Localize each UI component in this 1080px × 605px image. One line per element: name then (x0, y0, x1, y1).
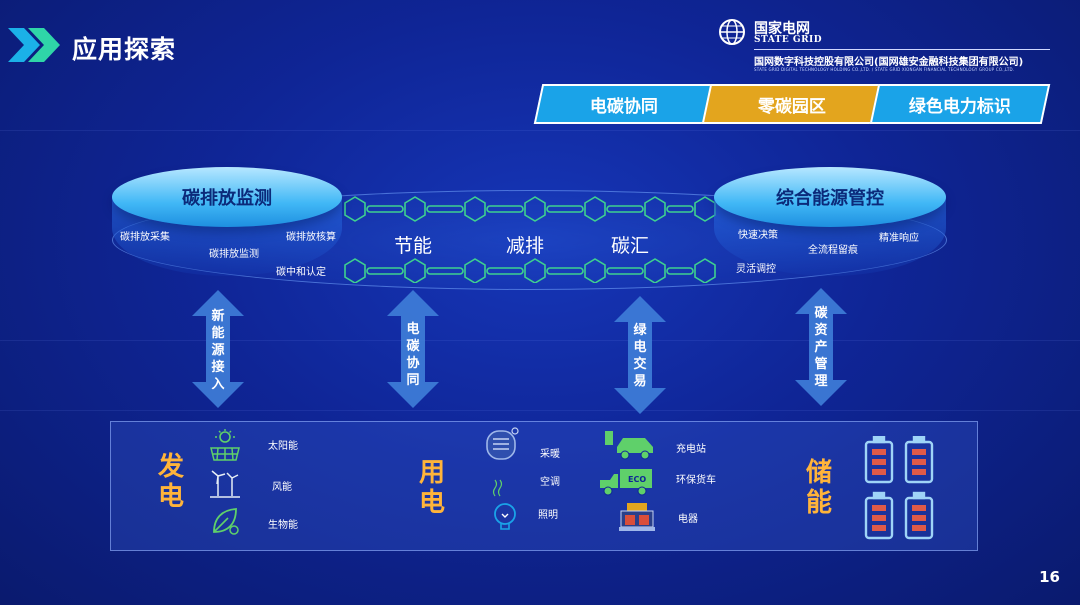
generation-item: 生物能 (268, 520, 298, 531)
double-arrow-icon (795, 288, 847, 406)
biomass-leaf-icon (213, 508, 239, 535)
energy-management-module: 综合能源管控 (714, 167, 946, 227)
heater-icon (486, 427, 519, 460)
tab-zero-carbon-park[interactable]: 零碳园区 (701, 84, 883, 124)
eco-truck-icon: ECO (600, 469, 652, 496)
globe-icon (719, 19, 745, 45)
right-item: 全流程留痕 (808, 245, 858, 256)
right-item: 快速决策 (738, 230, 778, 241)
battery-storage-icon (864, 436, 934, 540)
tab-carbon-synergy[interactable]: 电碳协同 (533, 84, 715, 124)
grid-line (0, 340, 1080, 341)
logo-chinese-text: 国家电网 (754, 21, 810, 37)
page-number: 16 (1039, 568, 1060, 586)
tab-green-power-label[interactable]: 绿色电力标识 (869, 84, 1051, 124)
carbon-monitoring-module: 碳排放监测 (112, 167, 342, 227)
energy-panel (110, 421, 978, 551)
consumption-item: 充电站 (676, 444, 706, 455)
tab-label: 电碳协同 (590, 96, 658, 117)
double-arrow-icon (192, 290, 244, 408)
wind-turbine-icon (210, 470, 240, 498)
storage-title: 储能 (805, 458, 832, 518)
center-item: 减排 (506, 235, 545, 257)
state-grid-logo: 国家电网 STATE GRID 国网数字科技控股有限公司(国网雄安金融科技集团有… (718, 18, 1058, 78)
consumption-item: 照明 (538, 510, 558, 521)
arrow-label: 绿电交易 (633, 323, 647, 389)
generation-title: 发电 (157, 452, 184, 512)
page-title: 应用探索 (72, 35, 177, 64)
chevron-right-icon (8, 28, 60, 62)
module-title: 综合能源管控 (776, 188, 884, 209)
chain-links-decoration (344, 196, 716, 283)
logo-divider (754, 49, 1050, 50)
company-name-en: STATE GRID DIGITAL TECHNOLOGY HOLDING CO… (754, 67, 1015, 72)
solar-panel-icon (210, 429, 240, 461)
left-item: 碳排放采集 (120, 232, 170, 243)
double-arrow-icon (614, 296, 666, 414)
tab-label: 绿色电力标识 (909, 96, 1011, 117)
charging-station-icon (605, 428, 653, 460)
center-item: 碳汇 (611, 235, 650, 257)
consumption-item: 环保货车 (676, 475, 716, 486)
left-item: 碳排放监测 (209, 249, 259, 260)
arrow-label: 碳资产管理 (814, 306, 828, 389)
right-item: 灵活调控 (736, 264, 776, 275)
consumption-item: 采暖 (540, 449, 560, 460)
generation-item: 风能 (272, 482, 292, 493)
double-arrow-icon (387, 290, 439, 408)
module-title: 碳排放监测 (182, 188, 272, 209)
arrow-label: 新能源接入 (211, 309, 225, 392)
consumption-item: 空调 (540, 477, 560, 488)
svg-text:ECO: ECO (628, 475, 646, 484)
grid-line (0, 410, 1080, 411)
tab-label: 零碳园区 (758, 96, 826, 117)
air-conditioner-icon (492, 479, 503, 497)
logo-english-text: STATE GRID (754, 35, 823, 45)
light-bulb-icon (494, 503, 516, 530)
appliance-icon (619, 503, 655, 531)
left-item: 碳中和认定 (276, 267, 326, 278)
center-item: 节能 (394, 235, 433, 257)
consumption-item: 电器 (678, 514, 698, 525)
left-item: 碳排放核算 (286, 232, 336, 243)
company-name: 国网数字科技控股有限公司(国网雄安金融科技集团有限公司) (754, 57, 1024, 68)
arrow-label: 电碳协同 (406, 322, 420, 388)
right-item: 精准响应 (879, 233, 919, 244)
grid-line (0, 130, 1080, 131)
generation-item: 太阳能 (268, 441, 298, 452)
consumption-title: 用电 (418, 458, 445, 518)
